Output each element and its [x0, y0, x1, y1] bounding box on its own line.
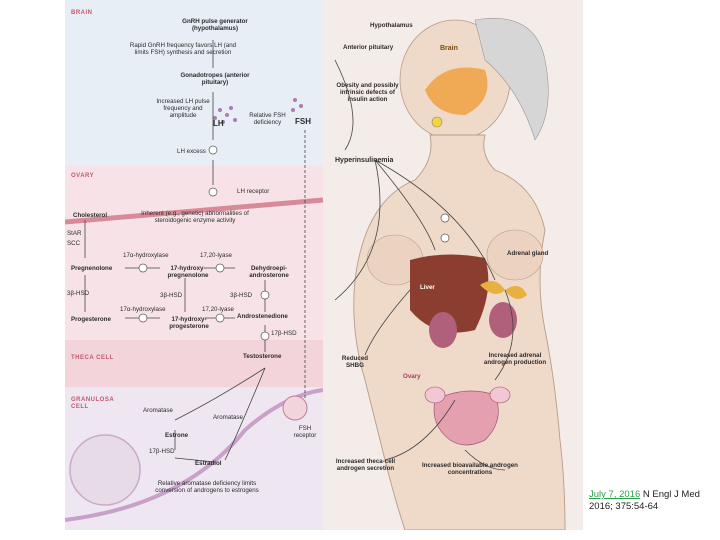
hsd17b-label: 17β-HSD	[271, 330, 297, 337]
estradiol-label: Estradiol	[195, 460, 221, 467]
hsd3b-1-label: 3β-HSD	[67, 290, 89, 297]
ovary-left	[425, 387, 445, 403]
rapid-gnrh-label: Rapid GnRH frequency favors LH (and limi…	[123, 42, 243, 56]
lyase-1-label: 17,20-lyase	[200, 252, 232, 259]
hydroxylase-2-label: 17α-hydroxylase	[120, 306, 166, 313]
citation-date-link[interactable]: July 7, 2016	[589, 489, 640, 500]
scc-label: SCC	[67, 240, 80, 247]
obesity-label: Obesity and possibly intrinsic defects o…	[330, 82, 405, 103]
pcos-pathophysiology-figure: BRAIN OVARY THECA CELL GRANULOSA CELL Gn…	[65, 0, 583, 530]
relative-aromatase-deficiency-label: Relative aromatase deficiency limits con…	[147, 480, 267, 494]
increased-adrenal-label: Increased adrenal androgen production	[475, 352, 555, 366]
hydroxyprogesterone-label: 17-hydroxy-progesterone	[163, 316, 215, 330]
hydroxylase-17a-label: 17α-hydroxylase	[123, 252, 169, 259]
inherent-abnormalities-label: Inherent (e.g., genetic) abnormalities o…	[140, 210, 250, 224]
ovary-label: Ovary	[403, 373, 421, 380]
progesterone-label: Progesterone	[71, 316, 111, 323]
aromatase-2-label: Aromatase	[213, 414, 243, 421]
adrenal-gland-label: Adrenal gland	[507, 250, 548, 257]
hsd3b-2-label: 3β-HSD	[160, 292, 182, 299]
androstenedione-label: Androstenedione	[237, 313, 288, 320]
lh-label: LH	[213, 120, 224, 127]
fsh-receptor-label: FSH receptor	[287, 425, 323, 439]
relative-fsh-label: Relative FSH deficiency	[245, 112, 290, 126]
dhea-label: Dehydroepi-androsterone	[241, 265, 297, 279]
cholesterol-label: Cholesterol	[73, 212, 107, 219]
brain-label: Brain	[440, 45, 458, 52]
gnrh-generator-label: GnRH pulse generator (hypothalamus)	[165, 18, 265, 32]
increased-lh-label: Increased LH pulse frequency and amplitu…	[153, 98, 213, 119]
aromatase-1-label: Aromatase	[143, 407, 173, 414]
liver-label: Liver	[420, 284, 435, 291]
hypothalamus-label: Hypothalamus	[370, 22, 413, 29]
gonadotropes-label: Gonadotropes (anterior pituitary)	[170, 72, 260, 86]
hsd3b-3-label: 3β-HSD	[230, 292, 252, 299]
granulosa-nucleus	[70, 435, 140, 505]
anterior-pituitary-label: Anterior pituitary	[343, 44, 393, 51]
citation-caption: July 7, 2016 N Engl J Med 2016; 375:54-6…	[589, 489, 717, 513]
testosterone-label: Testosterone	[243, 353, 281, 360]
lh-excess-label: LH excess	[177, 148, 206, 155]
fsh-label: FSH	[295, 118, 311, 125]
hyperinsulinemia-label: Hyperinsulinemia	[335, 157, 393, 164]
section-brain-label: BRAIN	[71, 10, 93, 16]
ovary-right	[490, 387, 510, 403]
section-theca-label: THECA CELL	[71, 355, 114, 361]
reduced-shbg-label: Reduced SHBG	[335, 355, 375, 369]
hsd17b-granulosa-label: 17β-HSD	[149, 448, 175, 455]
hydroxypregnenolone-label: 17-hydroxy-pregnenolone	[163, 265, 213, 279]
lyase-2-label: 17,20-lyase	[202, 306, 234, 313]
fsh-receptor-shape	[283, 396, 307, 420]
kidney-left	[429, 312, 457, 348]
lh-receptor-label: LH receptor	[237, 188, 269, 195]
section-ovary-label: OVARY	[71, 173, 94, 179]
increased-bioavailable-label: Increased bioavailable androgen concentr…	[415, 462, 525, 476]
star-label: StAR	[67, 230, 81, 237]
pregnenolone-label: Pregnenolone	[71, 265, 112, 272]
section-granulosa-label: GRANULOSA CELL	[71, 397, 121, 411]
estrone-label: Estrone	[165, 432, 188, 439]
increased-theca-label: Increased theca-cell androgen secretion	[333, 458, 398, 472]
pituitary-marker	[432, 117, 442, 127]
diagram-artwork	[65, 0, 583, 530]
